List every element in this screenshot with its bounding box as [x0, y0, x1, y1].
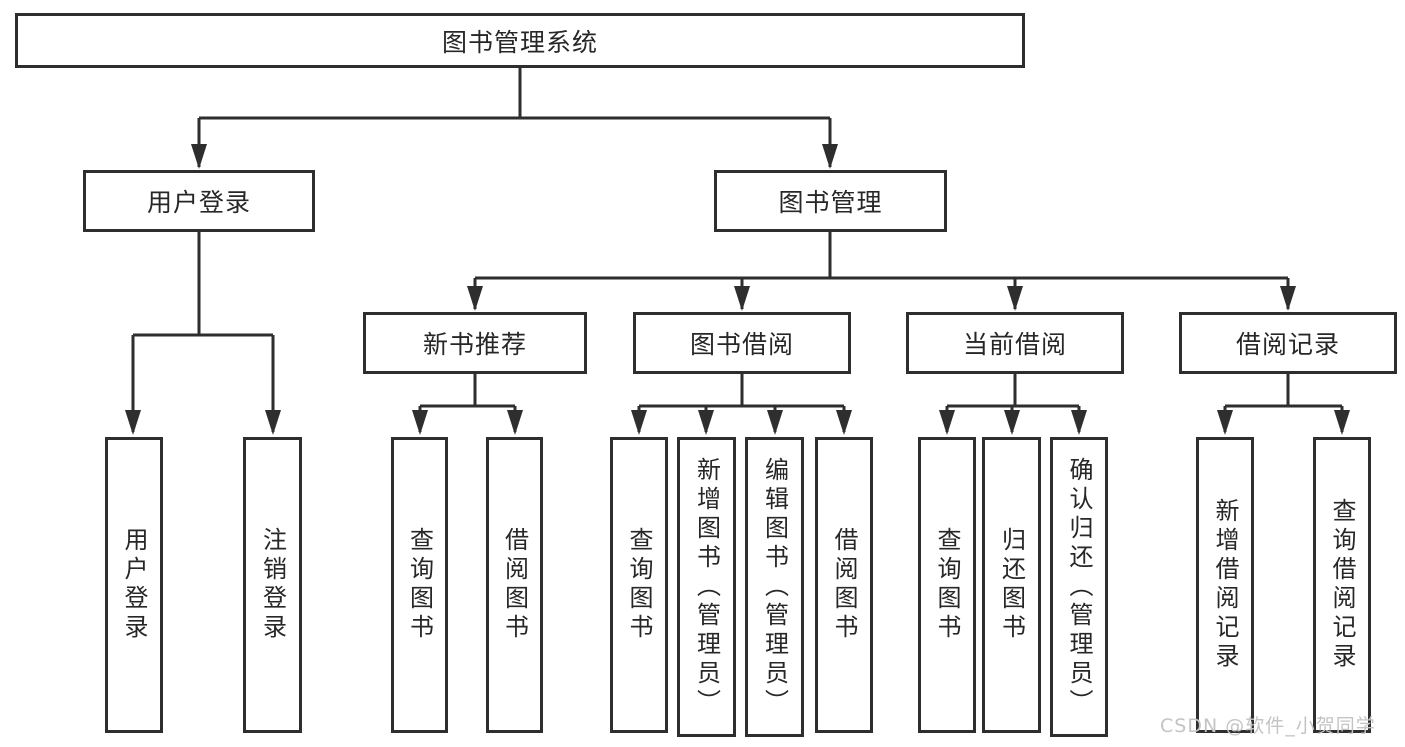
leaf-label: 用户登录 — [120, 527, 148, 643]
node-new-book-recommendation: 新书推荐 — [363, 312, 587, 374]
leaf-label: 注销登录 — [258, 527, 287, 643]
node-user-login: 用户登录 — [83, 170, 315, 232]
leaf-label: 查询图书 — [405, 527, 434, 643]
leaf-label: 新增借阅记录 — [1211, 498, 1239, 672]
node-library-management-system: 图书管理系统 — [15, 13, 1025, 68]
node-book-borrowing: 图书借阅 — [633, 312, 851, 374]
leaf-label: 编辑图书（管理员） — [760, 456, 789, 718]
leaf-cb-query-books: 查询图书 — [918, 437, 976, 733]
leaf-nb-borrow-books: 借阅图书 — [486, 437, 543, 733]
node-book-management: 图书管理 — [714, 170, 947, 232]
leaf-label: 新增图书（管理员） — [692, 456, 721, 718]
leaf-label: 借阅图书 — [500, 527, 529, 643]
leaf-label: 借阅图书 — [830, 527, 858, 643]
arrowheads — [125, 144, 1350, 435]
leaf-br-query-record: 查询借阅记录 — [1313, 437, 1371, 733]
leaf-nb-query-books: 查询图书 — [391, 437, 448, 733]
leaf-label: 归还图书 — [997, 527, 1026, 643]
leaf-bb-add-books-admin: 新增图书（管理员） — [677, 437, 736, 737]
leaf-cb-confirm-return-admin: 确认归还（管理员） — [1050, 437, 1108, 737]
leaf-bb-query-books: 查询图书 — [610, 437, 668, 733]
leaf-label: 查询图书 — [625, 527, 653, 643]
leaf-user-login: 用户登录 — [105, 437, 163, 733]
leaf-bb-borrow-books: 借阅图书 — [815, 437, 873, 733]
leaf-label: 查询图书 — [933, 527, 961, 643]
leaf-cb-return-books: 归还图书 — [982, 437, 1041, 733]
leaf-label: 确认归还（管理员） — [1065, 456, 1093, 718]
leaf-bb-edit-books-admin: 编辑图书（管理员） — [745, 437, 804, 737]
node-borrowing-records: 借阅记录 — [1179, 312, 1397, 374]
leaf-br-add-record: 新增借阅记录 — [1196, 437, 1254, 733]
leaf-label: 查询借阅记录 — [1328, 498, 1356, 672]
node-current-borrowing: 当前借阅 — [906, 312, 1124, 374]
leaf-logout: 注销登录 — [243, 437, 302, 733]
watermark: CSDN @软件_小贺同学 — [1160, 715, 1376, 737]
